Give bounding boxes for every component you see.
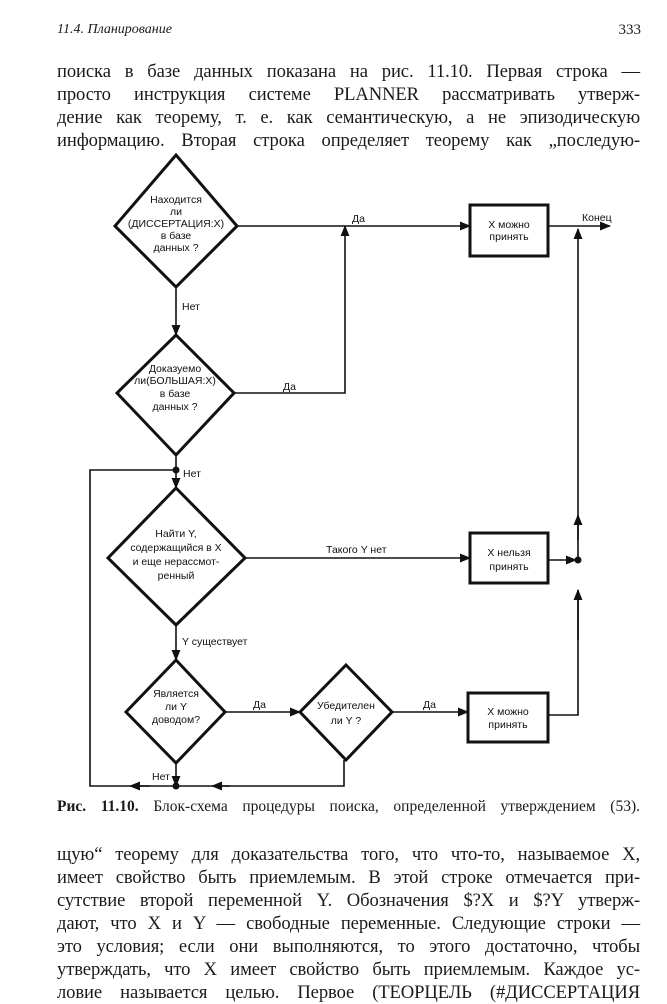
- d1-text: ли: [170, 206, 182, 218]
- text-line: информацию. Вторая строка определяет тео…: [57, 130, 640, 151]
- edge-d2-yes: [234, 224, 350, 394]
- b3-text: принять: [488, 719, 528, 731]
- d3-text: содержащийся в X: [130, 542, 221, 554]
- junction-dot: [172, 782, 180, 790]
- d3-text: и еще нерассмот-: [133, 556, 220, 568]
- label-end: Конец: [582, 212, 612, 224]
- text-line: утверждать, что X имеет свойство быть пр…: [57, 959, 640, 980]
- decision-d3: [105, 485, 248, 628]
- process-b2: [468, 531, 550, 585]
- d2-text: в базе: [160, 388, 191, 400]
- label-d4-no: Нет: [152, 771, 170, 783]
- d1-text: Находится: [150, 194, 202, 206]
- label-d1-no: Нет: [182, 301, 200, 313]
- text-line: поиска в базе данных показана на рис. 11…: [57, 61, 640, 82]
- d4-text: Является: [153, 688, 199, 700]
- decision-d2: [114, 332, 237, 458]
- text-line: просто инструкция системе PLANNER рассма…: [57, 84, 640, 105]
- figure-caption: Рис. 11.10. Блок-схема процедуры поиска,…: [57, 798, 640, 816]
- edge-d5-no: [176, 760, 345, 787]
- label-d3-none: Такого Y нет: [326, 544, 387, 556]
- text-line: щую“ теорему для доказательства того, чт…: [57, 844, 640, 865]
- decision-d4: [123, 657, 228, 766]
- text-line: имеет свойство быть приемлемым. В этой с…: [57, 867, 640, 888]
- decision-d1: [112, 152, 240, 290]
- process-b1: [468, 203, 550, 258]
- paragraph-top: поиска в базе данных показана на рис. 11…: [57, 60, 640, 152]
- decision-d5: [297, 662, 395, 763]
- junction-dot: [574, 556, 582, 564]
- d4-text: доводом?: [152, 714, 200, 726]
- label-d5-yes: Да: [423, 699, 436, 711]
- d2-text: данных ?: [152, 401, 197, 413]
- d4-text: ли Y: [165, 701, 187, 713]
- label-d1-yes: Да: [352, 213, 365, 225]
- b2-text: X нельзя: [487, 547, 530, 559]
- d1-text: данных ?: [153, 242, 198, 254]
- text-line: ловие называется целью. Первое (ТЕОРЦЕЛЬ…: [57, 982, 640, 1003]
- flowchart: Находится ли (ДИССЕРТАЦИЯ:X) в базе данн…: [89, 152, 612, 791]
- d5-text: Убедителен: [317, 700, 375, 712]
- d2-text: ли(БОЛЬШАЯ:X): [134, 375, 216, 387]
- process-b3: [466, 691, 550, 744]
- junction-dot: [172, 466, 180, 474]
- label-d2-no: Нет: [183, 468, 201, 480]
- edge-b3-out: [548, 590, 579, 716]
- b1-text: принять: [489, 231, 529, 243]
- caption-text: Блок-схема процедуры поиска, определенно…: [153, 798, 641, 815]
- page-number: 333: [618, 22, 642, 38]
- label-d3-exists: Y существует: [182, 636, 248, 648]
- caption-label: Рис. 11.10.: [57, 798, 139, 815]
- d5-text: ли Y ?: [331, 715, 362, 727]
- b2-text: принять: [489, 561, 529, 573]
- d1-text: в базе: [161, 230, 192, 242]
- d1-text: (ДИССЕРТАЦИЯ:X): [128, 218, 224, 230]
- label-d2-yes: Да: [283, 381, 296, 393]
- text-line: дение как теорему, т. е. как семантическ…: [57, 107, 640, 128]
- d3-text: Найти Y,: [155, 528, 196, 540]
- d3-text: ренный: [158, 570, 195, 582]
- text-line: сутствие второй переменной Y. Обозначени…: [57, 890, 640, 911]
- text-line: это условия; если они выполняются, то эт…: [57, 936, 640, 957]
- text-line: дают, что X и Y — свободные переменные. …: [57, 913, 640, 934]
- b3-text: X можно: [487, 706, 529, 718]
- running-head: 11.4. Планирование: [57, 22, 172, 37]
- label-d4-yes: Да: [253, 699, 266, 711]
- b1-text: X можно: [488, 219, 530, 231]
- d2-text: Доказуемо: [149, 363, 202, 375]
- paragraph-bottom: щую“ теорему для доказательства того, чт…: [57, 843, 640, 1004]
